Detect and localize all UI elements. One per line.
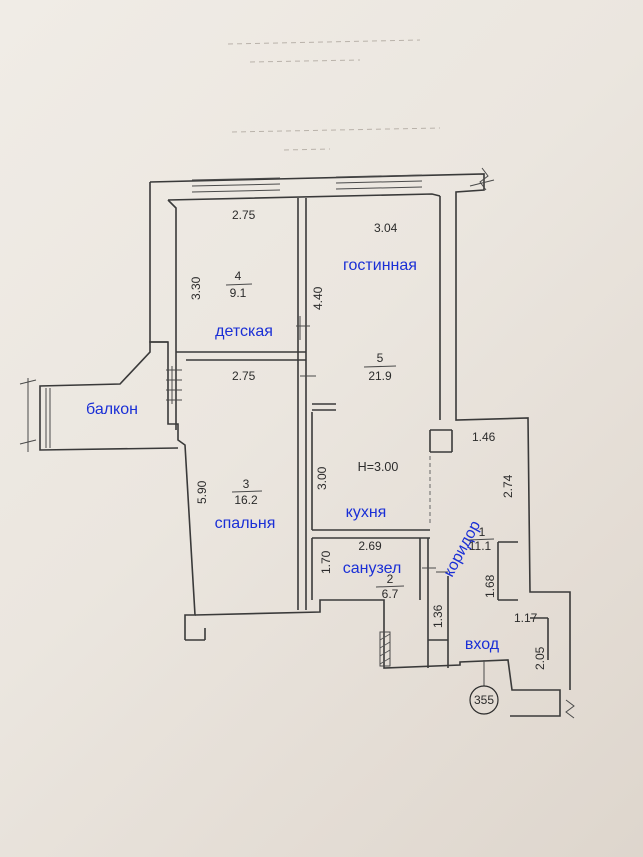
apartment-number: 355	[474, 693, 494, 707]
gostinnaya-width: 3.04	[374, 221, 398, 235]
kukhnya-label: кухня	[346, 504, 387, 521]
paper-marks	[227, 39, 441, 151]
sanuzel-number: 2	[387, 572, 394, 586]
spalnya-number: 3	[243, 477, 250, 491]
koridor-length: 2.74	[501, 474, 515, 498]
interior-walls	[176, 198, 549, 668]
gostinnaya-length: 4.40	[311, 286, 325, 310]
kukhnya-length: 3.00	[315, 466, 329, 490]
spalnya-width: 2.75	[232, 369, 256, 383]
sanuzel-label: санузел	[343, 560, 402, 577]
sanuzel-width: 2.69	[358, 539, 382, 553]
detskaya-area: 9.1	[230, 286, 247, 300]
spalnya-length: 5.90	[195, 480, 209, 504]
vkhod-label: вход	[465, 636, 500, 653]
gostinnaya-label: гостинная	[343, 257, 417, 274]
koridor-segment-c: 2.05	[533, 646, 547, 670]
koridor-width: 1.46	[472, 430, 496, 444]
break-marks	[479, 167, 575, 719]
spalnya-area: 16.2	[234, 493, 258, 507]
ceiling-height: H=3.00	[358, 460, 399, 474]
gostinnaya-area: 21.9	[368, 369, 392, 383]
detskaya-number: 4	[235, 269, 242, 283]
koridor-number: 1	[479, 525, 486, 539]
detskaya-width: 2.75	[232, 208, 256, 222]
detskaya-label: детская	[215, 323, 273, 340]
top-windows	[191, 174, 495, 193]
detskaya-length: 3.30	[189, 276, 203, 300]
apartment-number-marker: 355	[469, 660, 499, 715]
sanuzel-length: 1.70	[319, 550, 333, 574]
koridor-area: 11.1	[469, 539, 492, 553]
sanuzel-area: 6.7	[382, 587, 399, 601]
balkon-label: балкон	[86, 401, 138, 418]
koridor-segment-a: 1.68	[483, 574, 497, 598]
sanuzel-extra: 1.36	[431, 604, 445, 628]
outer-walls	[149, 173, 571, 717]
gostinnaya-number: 5	[377, 351, 384, 365]
spalnya-label: спальня	[215, 515, 276, 532]
hatched-niche	[379, 631, 391, 667]
koridor-segment-b: 1.17	[514, 611, 538, 625]
balcony-outline	[19, 341, 182, 452]
